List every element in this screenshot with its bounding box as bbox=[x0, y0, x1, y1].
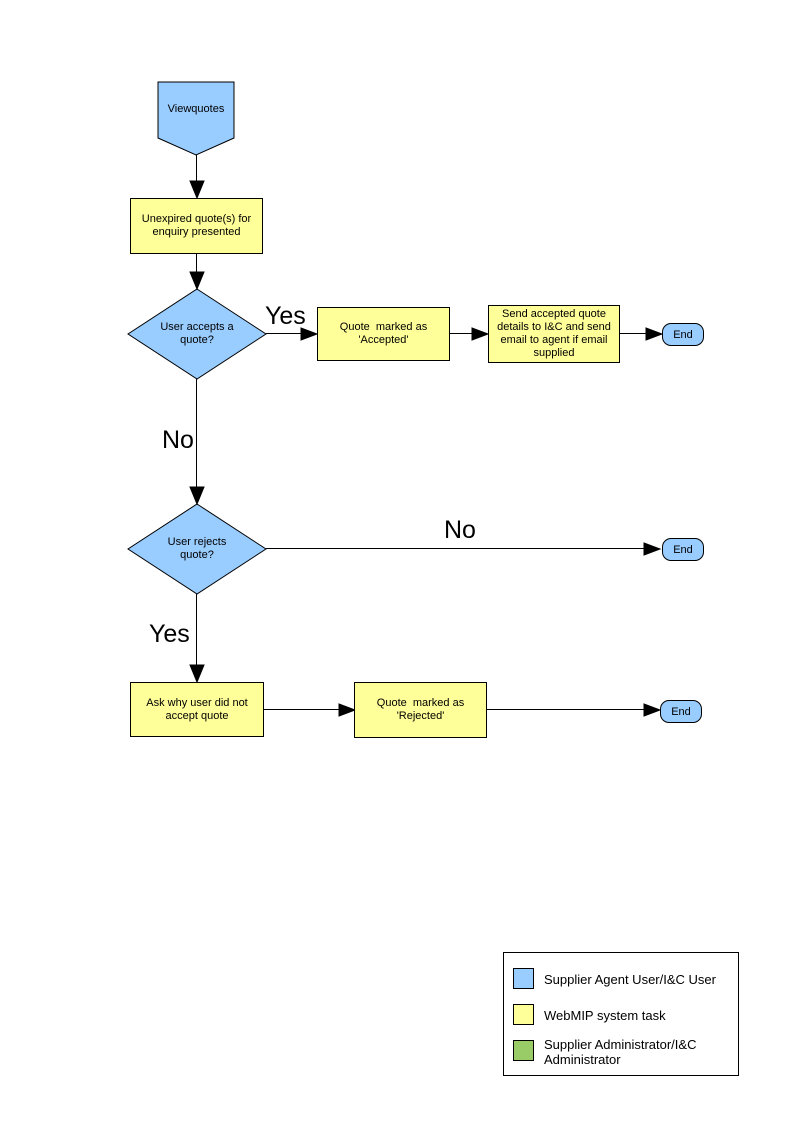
decision-accepts-label: User accepts a quote? bbox=[160, 321, 237, 346]
legend-swatch-webmip-task bbox=[513, 1004, 534, 1025]
end-terminator-accept: End bbox=[662, 323, 704, 346]
arrowhead bbox=[645, 327, 664, 341]
edge-label-rejects-no: No bbox=[444, 516, 476, 544]
start-node-label: Viewquotes bbox=[167, 102, 225, 115]
start-pentagon-shape bbox=[157, 81, 235, 156]
arrowhead bbox=[189, 180, 205, 200]
end-terminator-reject: End bbox=[660, 700, 702, 723]
edge-label-accepts-yes: Yes bbox=[265, 302, 306, 330]
decision-rejects-label: User rejects quote? bbox=[167, 536, 230, 561]
task-unexpired-quotes: Unexpired quote(s) for enquiry presented bbox=[130, 198, 263, 254]
end-terminator-no-reject: End bbox=[662, 538, 704, 561]
arrowhead bbox=[189, 271, 205, 291]
arrowhead bbox=[643, 703, 662, 717]
arrowhead bbox=[338, 703, 357, 717]
legend-swatch-supplier-admin bbox=[513, 1040, 534, 1061]
legend-swatch-supplier-agent bbox=[513, 968, 534, 989]
task-quote-marked-accepted: Quote marked as 'Accepted' bbox=[317, 307, 450, 361]
legend-box: Supplier Agent User/I&C User WebMIP syst… bbox=[503, 952, 739, 1076]
arrowhead bbox=[300, 327, 319, 341]
task-send-accepted-details: Send accepted quote details to I&C and s… bbox=[488, 305, 620, 363]
arrowhead bbox=[471, 327, 490, 341]
task-ask-why-not-accept: Ask why user did not accept quote bbox=[130, 682, 264, 737]
task-quote-marked-rejected: Quote marked as 'Rejected' bbox=[354, 682, 487, 738]
edge-label-accepts-no: No bbox=[162, 426, 194, 454]
legend-label-supplier-admin: Supplier Administrator/I&C Administrator bbox=[544, 1037, 697, 1067]
edge-label-rejects-yes: Yes bbox=[149, 620, 190, 648]
legend-label-webmip-task: WebMIP system task bbox=[544, 1008, 666, 1023]
arrowhead bbox=[189, 486, 205, 506]
legend-label-supplier-agent: Supplier Agent User/I&C User bbox=[544, 972, 716, 987]
arrowhead bbox=[643, 542, 662, 556]
arrowhead bbox=[189, 664, 205, 684]
